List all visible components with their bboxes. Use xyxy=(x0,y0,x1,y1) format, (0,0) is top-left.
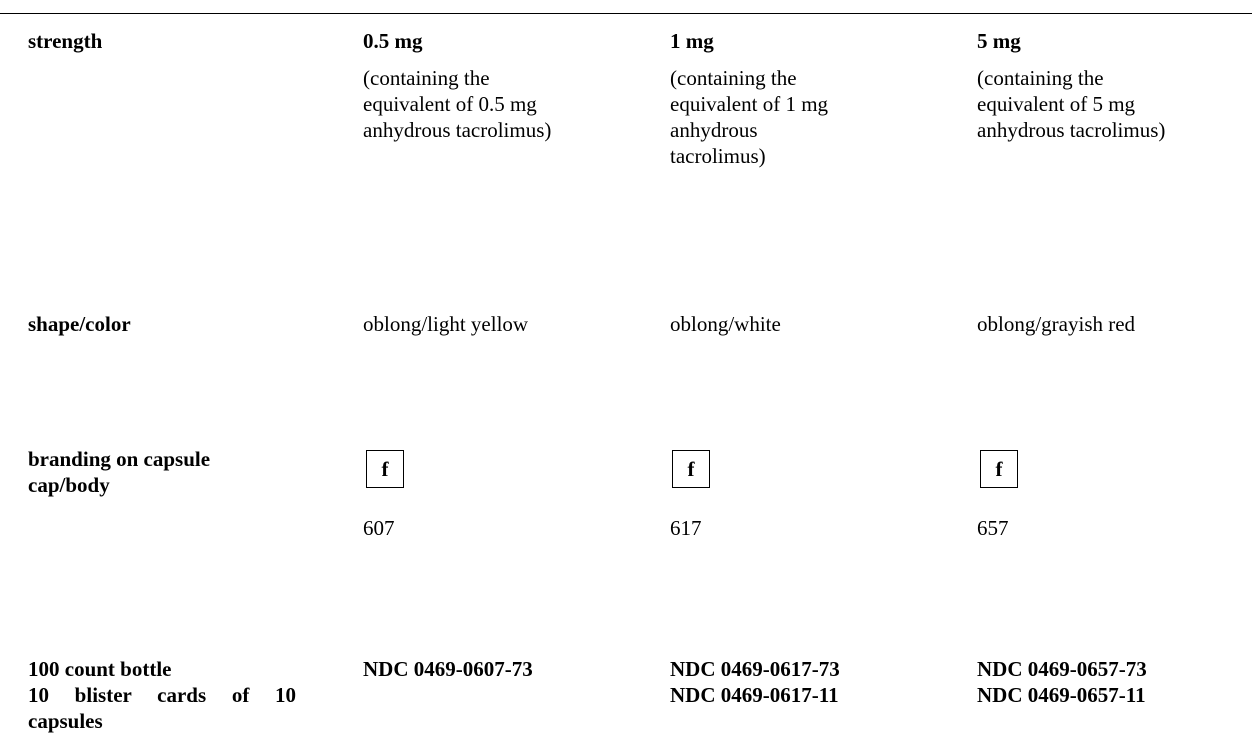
description-line: equivalent of 1 mg xyxy=(670,92,829,116)
strength-description-1mg: (containing the equivalent of 1 mg anhyd… xyxy=(670,65,950,169)
description-line: equivalent of 5 mg xyxy=(977,92,1136,116)
ndc-codes-0-5mg: NDC 0469-0607-73 xyxy=(363,656,643,682)
description-line: anhydrous tacrolimus) xyxy=(977,118,1166,142)
capsule-code-5mg: 657 xyxy=(977,516,1009,540)
ndc-codes-5mg: NDC 0469-0657-73 NDC 0469-0657-11 xyxy=(977,656,1247,708)
ndc-code: NDC 0469-0617-11 xyxy=(670,683,839,707)
branding-label-line: cap/body xyxy=(28,473,110,497)
description-line: (containing the xyxy=(670,66,797,90)
capsule-logo-box: f xyxy=(672,450,710,488)
packaging-label-line: 100 count bottle xyxy=(28,657,172,681)
ndc-code: NDC 0469-0657-73 xyxy=(977,657,1147,681)
ndc-code: NDC 0469-0617-73 xyxy=(670,657,840,681)
ndc-codes-1mg: NDC 0469-0617-73 NDC 0469-0617-11 xyxy=(670,656,950,708)
capsule-logo-box: f xyxy=(366,450,404,488)
shape-color-0-5mg: oblong/light yellow xyxy=(363,312,529,336)
description-line: anhydrous tacrolimus) xyxy=(363,118,552,142)
description-line: (containing the xyxy=(977,66,1104,90)
strength-description-5mg: (containing the equivalent of 5 mg anhyd… xyxy=(977,65,1247,143)
capsule-logo-box: f xyxy=(980,450,1018,488)
strength-title-0-5mg: 0.5 mg xyxy=(363,29,423,53)
description-line: anhydrous xyxy=(670,118,758,142)
packaging-label-line: 10 blister cards of 10 xyxy=(28,683,296,707)
description-line: (containing the xyxy=(363,66,490,90)
capsule-code-0-5mg: 607 xyxy=(363,516,395,540)
ndc-code: NDC 0469-0607-73 xyxy=(363,657,533,681)
ndc-code: NDC 0469-0657-11 xyxy=(977,683,1146,707)
strength-title-5mg: 5 mg xyxy=(977,29,1021,53)
capsule-code-1mg: 617 xyxy=(670,516,702,540)
packaging-label: 100 count bottle 10 blister cards of 10 … xyxy=(28,656,296,734)
branding-label-line: branding on capsule xyxy=(28,447,211,471)
branding-label: branding on capsule cap/body xyxy=(28,446,298,498)
strength-description-0-5mg: (containing the equivalent of 0.5 mg anh… xyxy=(363,65,643,143)
description-line: tacrolimus) xyxy=(670,144,766,168)
shape-color-1mg: oblong/white xyxy=(670,312,781,336)
shape-color-label: shape/color xyxy=(28,312,131,336)
top-rule xyxy=(0,13,1252,14)
packaging-label-line: capsules xyxy=(28,709,103,733)
description-line: equivalent of 0.5 mg xyxy=(363,92,537,116)
strength-title-1mg: 1 mg xyxy=(670,29,714,53)
strength-label: strength xyxy=(28,29,103,53)
shape-color-5mg: oblong/grayish red xyxy=(977,312,1136,336)
